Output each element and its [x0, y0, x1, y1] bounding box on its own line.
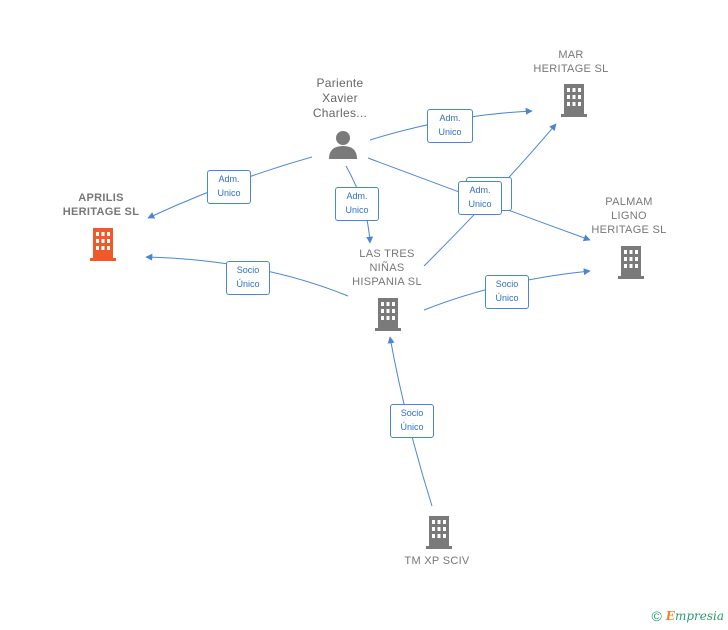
- edge-label-line1: Socio: [495, 279, 519, 289]
- building-icon-lastres[interactable]: [375, 298, 401, 331]
- edge-label-adm-aprilis: Adm. Unico: [207, 170, 251, 204]
- footer-brand: © Empresia: [651, 608, 724, 624]
- edge-label-line2: Unico: [217, 188, 241, 198]
- building-icon-mar[interactable]: [559, 84, 589, 117]
- edge-label-adm-palmam: Adm. Unico: [458, 181, 502, 215]
- person-icon[interactable]: [329, 131, 357, 159]
- building-icon-aprilis[interactable]: [90, 228, 116, 261]
- building-icon-palmam[interactable]: [618, 246, 644, 279]
- edge-label-line2: Único: [236, 279, 260, 289]
- edge-label-line1: Adm.: [346, 191, 368, 201]
- edge-label-line2: Único: [495, 293, 519, 303]
- edge-label-line1: Socio: [236, 265, 260, 275]
- edge-label-line2: Unico: [345, 205, 369, 215]
- edge-label-socio-aprilis: Socio Único: [226, 261, 270, 295]
- edge-label-adm-mar: Adm. Unico: [427, 109, 473, 143]
- node-label-person[interactable]: Pariente Xavier Charles...: [312, 76, 368, 120]
- edge-label-line2: Unico: [438, 127, 462, 137]
- building-icon-tmxp[interactable]: [426, 516, 452, 549]
- node-label-mar[interactable]: MAR HERITAGE SL: [533, 49, 609, 75]
- edge-label-line1: Socio: [400, 408, 424, 418]
- edge-label-line1: Adm.: [439, 113, 461, 123]
- edge-label-line2: Único: [400, 422, 424, 432]
- copyright-icon: ©: [651, 608, 662, 624]
- node-label-lastres[interactable]: LAS TRES NIÑAS HISPANIA SL: [352, 248, 422, 288]
- node-label-palmam[interactable]: PALMAM LIGNO HERITAGE SL: [591, 196, 667, 236]
- edge-label-socio-lastres: Socio Único: [390, 404, 434, 438]
- edge-label-adm-lastres: Adm. Unico: [335, 187, 379, 221]
- edge-label-line1: Adm.: [218, 174, 240, 184]
- node-label-tmxp[interactable]: TM XP SCIV: [404, 555, 470, 567]
- brand-logo: Empresia: [665, 609, 724, 623]
- edge-label-line1: Adm.: [469, 185, 491, 195]
- node-label-aprilis[interactable]: APRILIS HERITAGE SL: [62, 192, 140, 218]
- edge-label-line2: Unico: [468, 199, 492, 209]
- edge-label-socio-palmam: Socio Único: [485, 275, 529, 309]
